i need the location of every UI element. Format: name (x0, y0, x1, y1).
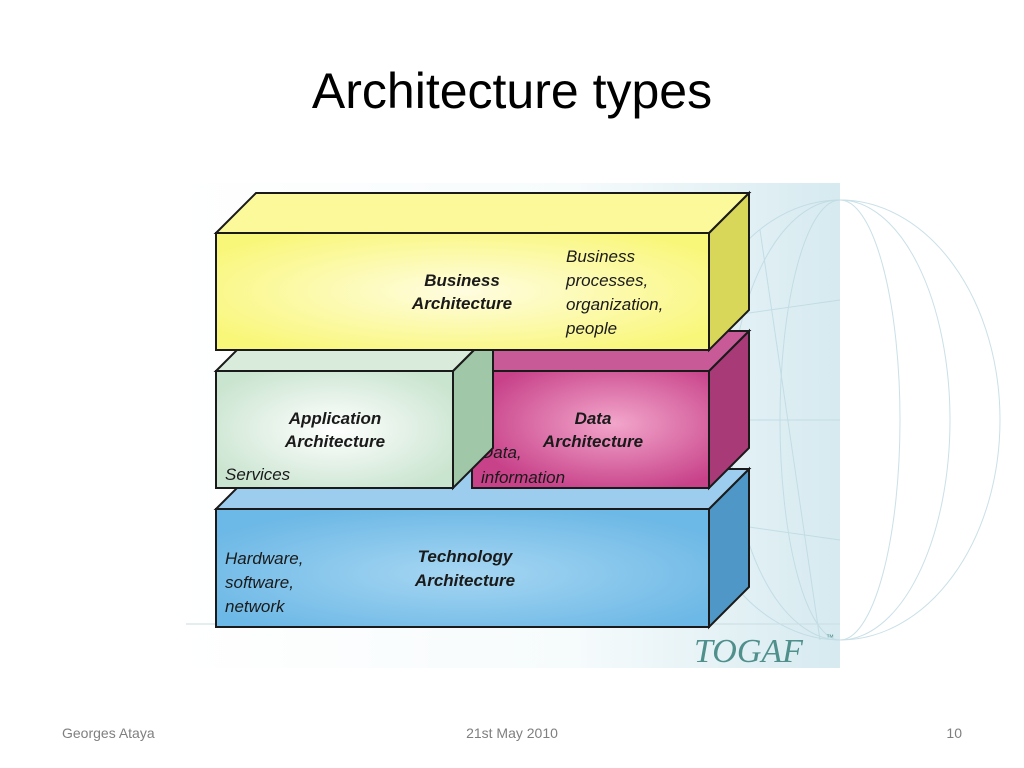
business-note-line3: organization, (566, 295, 663, 314)
technology-label-line1: Technology (418, 547, 514, 566)
togaf-logo-text: TOGAF (694, 633, 804, 670)
application-label-line1: Application (288, 409, 382, 428)
business-note-line2: processes, (565, 271, 648, 290)
business-architecture-block: Business Architecture Business processes… (213, 190, 752, 353)
technology-note-line2: software, (225, 573, 294, 592)
business-label-line2: Architecture (411, 294, 512, 313)
business-note-line4: people (565, 319, 617, 338)
application-note-line1: Services (225, 465, 291, 484)
data-label-line1: Data (575, 409, 612, 428)
business-label-line1: Business (424, 271, 500, 290)
business-note-line1: Business (566, 247, 635, 266)
application-label-line2: Architecture (284, 432, 385, 451)
footer-date: 21st May 2010 (466, 725, 558, 741)
footer-page-number: 10 (946, 725, 962, 741)
slide-title: Architecture types (311, 63, 713, 119)
technology-note-line3: network (225, 597, 286, 616)
data-architecture-block: Data Architecture Data, information (469, 328, 752, 491)
data-label-line2: Architecture (542, 432, 643, 451)
technology-note-line1: Hardware, (225, 549, 303, 568)
data-note-line2: information (481, 468, 565, 487)
footer-author: Georges Ataya (62, 725, 155, 741)
technology-architecture-block: Technology Architecture Hardware, softwa… (213, 466, 752, 630)
togaf-logo: TOGAF ™ (694, 633, 834, 670)
technology-label-line2: Architecture (414, 571, 515, 590)
application-architecture-block: Application Architecture Services (213, 328, 496, 491)
togaf-trademark: ™ (826, 633, 834, 642)
